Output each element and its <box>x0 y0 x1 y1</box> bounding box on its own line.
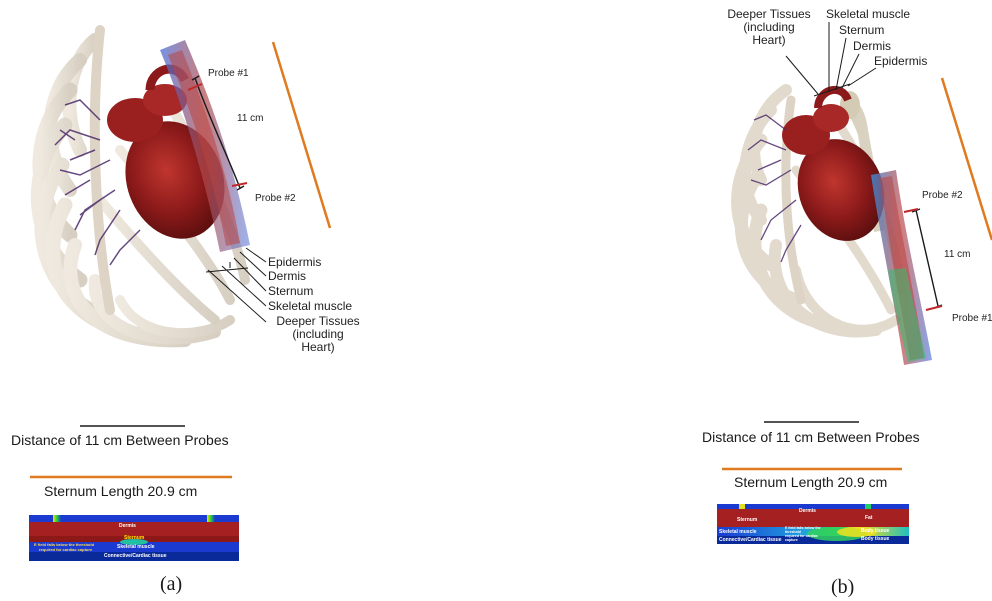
heatmap-a-connective: Connective/Cardiac tissue <box>104 553 167 559</box>
heatmap-b-note-4: capture <box>785 538 821 542</box>
panel-a-illustration <box>0 0 496 601</box>
distance-label-b: 11 cm <box>944 249 971 260</box>
probe-2-label-b: Probe #2 <box>922 190 963 201</box>
panel-a: Probe #1 Probe #2 11 cm Epidermis Dermis… <box>0 0 496 601</box>
caption-a: (a) <box>160 573 182 596</box>
heatmap-a-note-2: required for cardiac capture <box>39 547 92 553</box>
heatmap-a: Dermis Sternum E field falls below the t… <box>29 515 239 561</box>
legend-sternum-text-b: Sternum Length 20.9 cm <box>734 474 887 490</box>
heatmap-a-dermis: Dermis <box>119 523 136 529</box>
layer-label-dermis: Dermis <box>268 270 306 283</box>
sternum-length-line-b <box>942 78 992 240</box>
layer-label-deeper-tissues: Deeper Tissues (including Heart) <box>268 315 368 354</box>
layer-label-sternum: Sternum <box>268 285 313 298</box>
legend-distance-text: Distance of 11 cm Between Probes <box>11 432 229 448</box>
probe-1-label: Probe #1 <box>208 68 249 79</box>
probe-2-label: Probe #2 <box>255 193 296 204</box>
top-label-deeper-tissues: Deeper Tissues (including Heart) <box>724 8 814 47</box>
heatmap-b: Dermis Fat Sternum Skeletal muscle Conne… <box>717 504 909 544</box>
heatmap-b-skeletal: Skeletal muscle <box>719 529 757 535</box>
probe-1-label-b: Probe #1 <box>952 313 992 324</box>
probe-1-marker-b <box>926 306 942 310</box>
layer-label-epidermis: Epidermis <box>268 256 321 269</box>
heatmap-a-skeletal: Skeletal muscle <box>117 544 155 550</box>
legend-distance-text-b: Distance of 11 cm Between Probes <box>702 429 920 445</box>
top-label-epidermis: Epidermis <box>874 55 927 68</box>
deeper-tissues-line-3: Heart) <box>268 341 368 354</box>
heatmap-b-connective: Connective/Cardiac tissue <box>719 537 782 543</box>
distance-label: 11 cm <box>237 113 264 124</box>
b-deeper-line-3: Heart) <box>724 34 814 47</box>
heatmap-b-dermis: Dermis <box>799 508 816 514</box>
heatmap-b-body-tissue-1: Body tissue <box>861 528 889 534</box>
top-label-skeletal-muscle: Skeletal muscle <box>826 8 910 21</box>
panel-b: Deeper Tissues (including Heart) Skeleta… <box>496 0 992 601</box>
heatmap-b-note: E field falls below the threshold requir… <box>785 526 821 542</box>
heatmap-b-fat: Fat <box>865 515 873 521</box>
layer-label-skeletal-muscle: Skeletal muscle <box>268 300 352 313</box>
heatmap-a-sternum: Sternum <box>124 535 144 541</box>
heatmap-b-sternum: Sternum <box>737 517 757 523</box>
legend-sternum-text: Sternum Length 20.9 cm <box>44 483 197 499</box>
top-label-sternum: Sternum <box>839 24 884 37</box>
heatmap-b-body-tissue-2: Body tissue <box>861 536 889 542</box>
top-label-dermis: Dermis <box>853 40 891 53</box>
caption-b: (b) <box>831 576 854 599</box>
